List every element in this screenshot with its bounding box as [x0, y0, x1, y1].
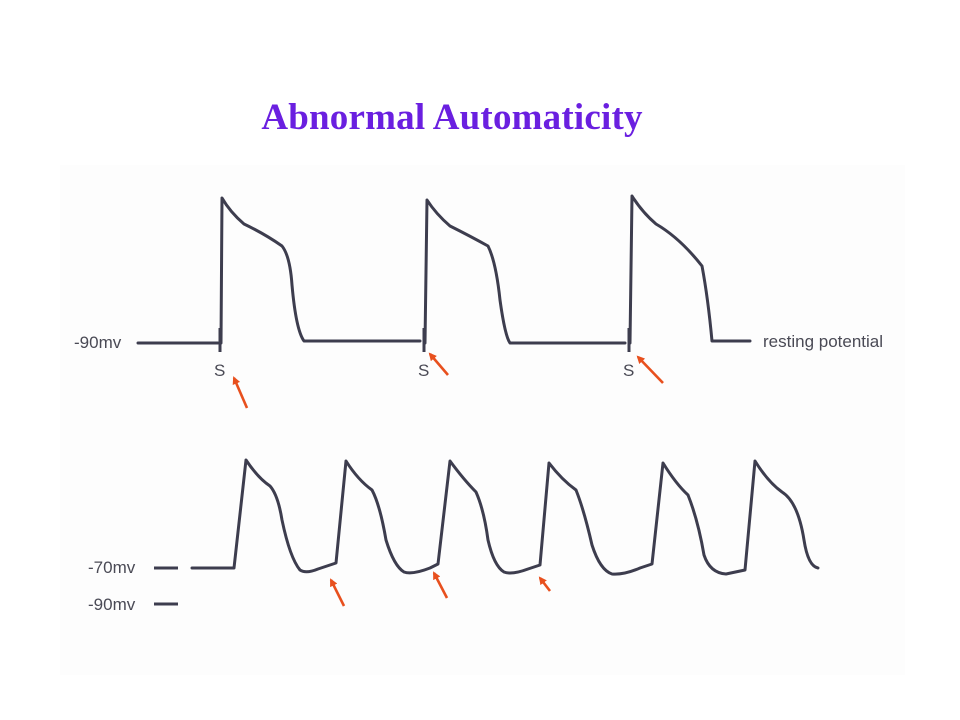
top-action-potential-trace	[136, 194, 752, 345]
bottom-voltage-label-lower: -90mv	[88, 595, 136, 614]
arrow-stimulus-2	[428, 352, 449, 376]
arrow-phase4-2	[432, 571, 449, 599]
arrow-phase4-1	[329, 578, 346, 607]
diagram-panel	[60, 165, 905, 675]
page-title: Abnormal Automaticity	[261, 97, 643, 138]
arrow-stimulus-1	[232, 376, 249, 409]
arrow-phase4-3	[538, 576, 552, 592]
stimulus-label-1: S	[214, 361, 225, 380]
top-voltage-label: -90mv	[74, 333, 122, 352]
arrow-stimulus-3	[636, 355, 664, 384]
stimulus-label-3: S	[623, 361, 634, 380]
bottom-action-potential-trace	[190, 458, 820, 576]
resting-potential-label: resting potential	[763, 332, 883, 351]
stimulus-label-2: S	[418, 361, 429, 380]
bottom-voltage-label-upper: -70mv	[88, 558, 136, 577]
